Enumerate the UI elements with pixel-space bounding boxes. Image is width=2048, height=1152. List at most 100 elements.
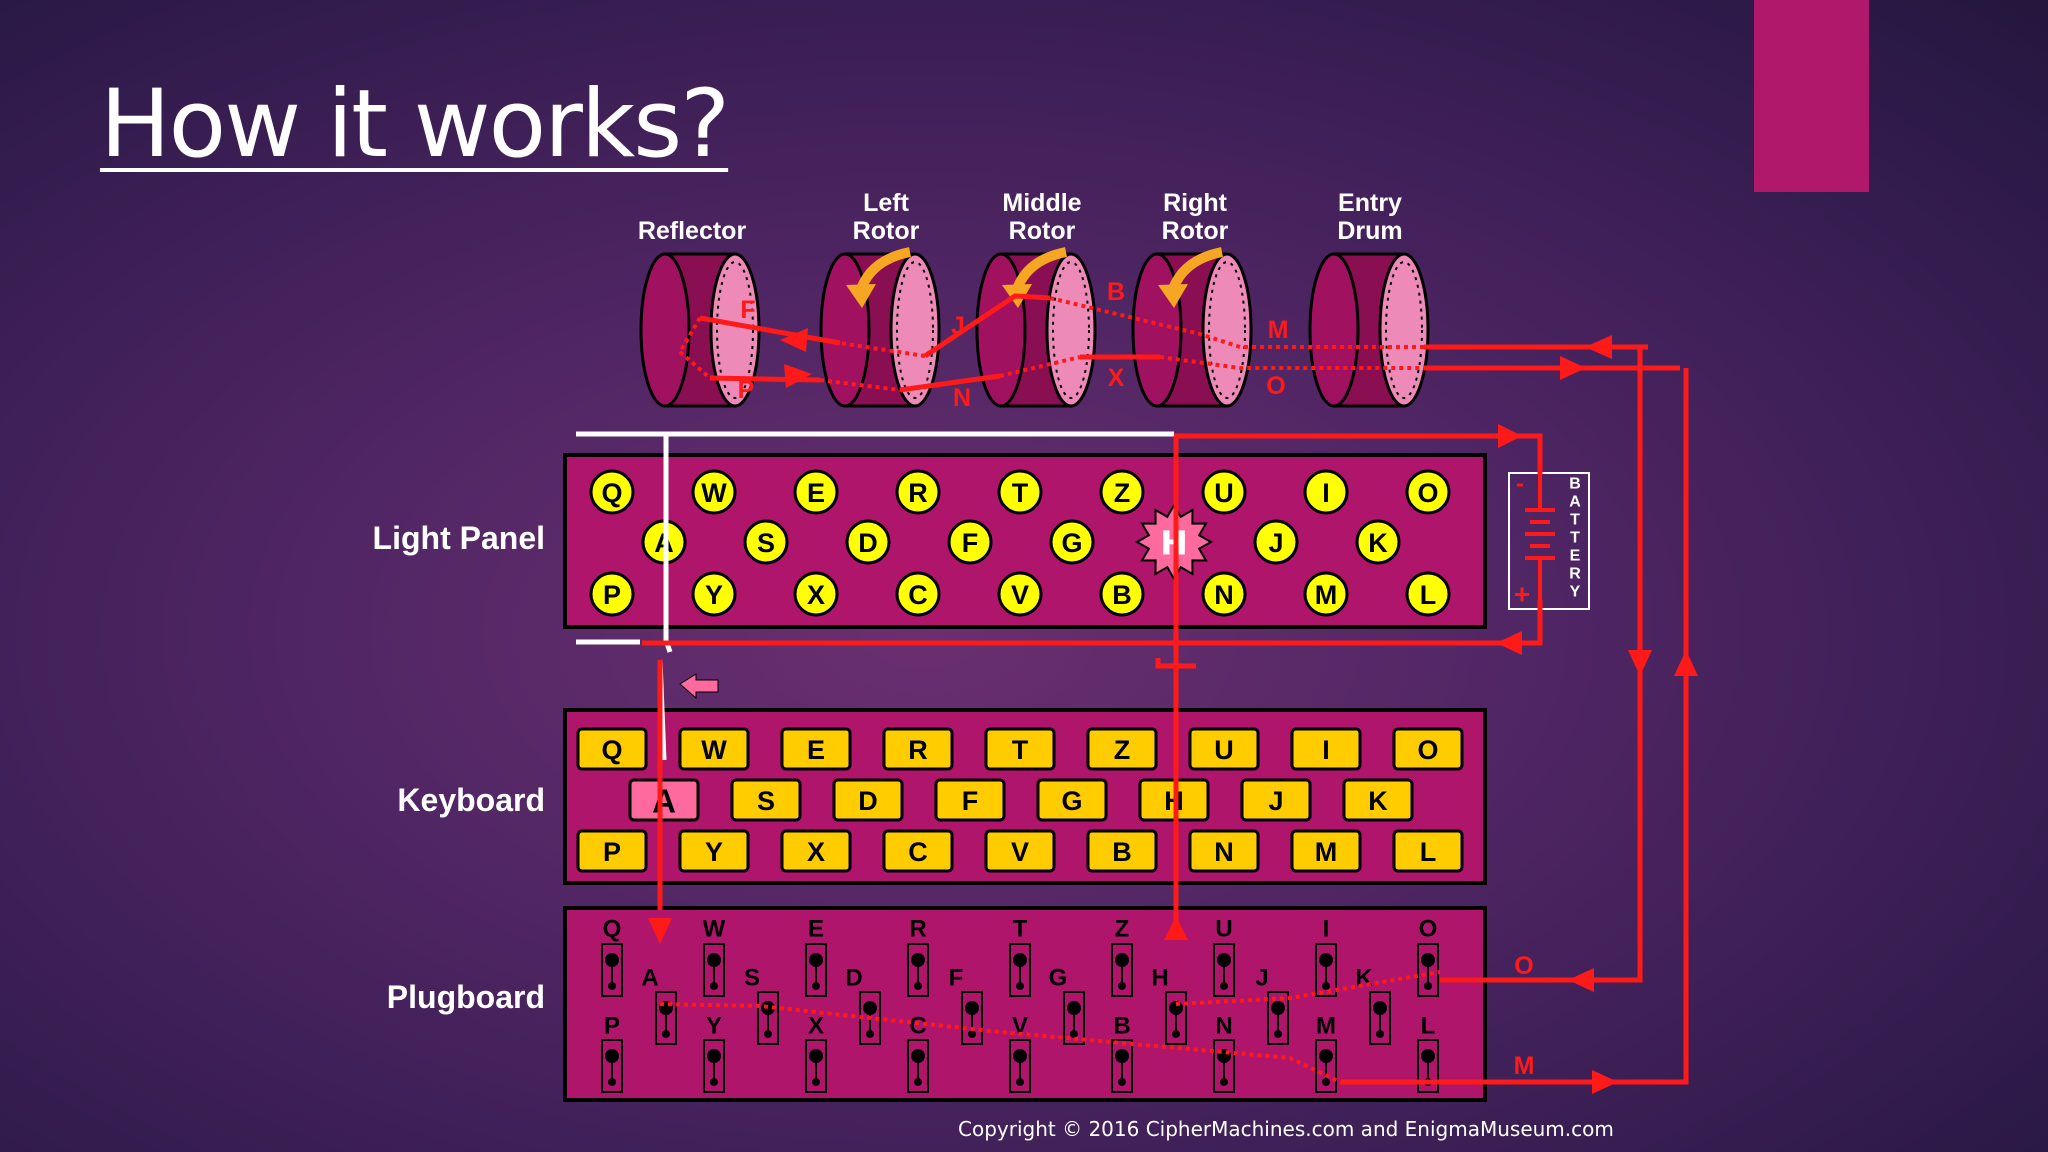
lamp-l: L xyxy=(1405,571,1451,617)
plug-letter: V xyxy=(1012,1013,1028,1040)
key-letter: P xyxy=(603,837,621,867)
wire-letter-b: B xyxy=(1107,278,1125,306)
lamp-n: N xyxy=(1201,571,1247,617)
wire-reflector-out xyxy=(678,350,712,380)
rotor-contact-face xyxy=(1378,252,1430,408)
plug-socket-i: I xyxy=(1315,916,1337,997)
key-cap xyxy=(934,778,1006,822)
lamp-t: T xyxy=(997,469,1043,515)
plug-letter: K xyxy=(1355,965,1373,992)
key-cap xyxy=(1290,829,1362,873)
key-p: P xyxy=(576,829,648,873)
plug-socket-e: E xyxy=(805,916,827,997)
key-letter: T xyxy=(1012,735,1029,765)
plug-socket-q: Q xyxy=(601,916,623,997)
slide-title: How it works? xyxy=(100,70,730,179)
plug-letter: D xyxy=(845,965,862,992)
plug-socket-f: F xyxy=(949,965,983,1045)
key-j: J xyxy=(1240,778,1312,822)
battery-letter: Y xyxy=(1570,584,1581,601)
lamp-letter: D xyxy=(858,528,878,558)
key-letter: L xyxy=(1420,837,1437,867)
lamp-v: V xyxy=(997,571,1043,617)
socket-hole xyxy=(1016,982,1024,990)
battery-letter: A xyxy=(1569,494,1581,511)
lamp-letter: W xyxy=(701,478,727,508)
socket-hole xyxy=(1070,1030,1078,1038)
socket-hole xyxy=(1220,1078,1228,1086)
plug-socket-w: W xyxy=(703,916,726,997)
lamp-letter: F xyxy=(962,528,979,558)
wire-battery-to-lamps xyxy=(1174,433,1543,475)
key-m: M xyxy=(1290,829,1362,873)
plug-socket-v: V xyxy=(1009,1013,1031,1093)
lamp-z: Z xyxy=(1099,469,1145,515)
label-light-panel: Light Panel xyxy=(373,520,545,556)
plug-socket-r: R xyxy=(907,916,929,997)
wire-plug-h-internal xyxy=(1175,970,1441,1006)
lamp-letter: K xyxy=(1368,528,1388,558)
wire-entry-to-plug-o xyxy=(1440,347,1643,983)
rotor-left xyxy=(819,247,941,408)
socket-frame xyxy=(1063,991,1085,1045)
plug-socket-s: S xyxy=(744,965,779,1045)
socket-frame xyxy=(1009,1039,1031,1093)
lamp-letter: E xyxy=(807,478,825,508)
lamp-letter: S xyxy=(757,528,775,558)
key-letter: M xyxy=(1315,837,1338,867)
battery-letter: B xyxy=(1569,476,1581,493)
socket-frame xyxy=(1417,943,1439,997)
side-letter-o: O xyxy=(1514,952,1533,980)
wire-h-switch xyxy=(1155,658,1196,669)
socket-hole xyxy=(608,982,616,990)
lamp-bulb xyxy=(997,571,1043,617)
key-l: L xyxy=(1392,829,1464,873)
lamp-bulb xyxy=(1405,571,1451,617)
key-cap xyxy=(1342,778,1414,822)
rotor-contact-pins xyxy=(1208,261,1246,399)
socket-frame xyxy=(1369,991,1391,1045)
lamp-letter: Z xyxy=(1114,478,1131,508)
socket-hole xyxy=(1118,1078,1126,1086)
lamp-g: G xyxy=(1049,519,1095,565)
label-right-line2: Rotor xyxy=(1162,217,1229,245)
arrow-entry-in xyxy=(1560,356,1586,380)
key-t: T xyxy=(984,727,1056,771)
key-c: C xyxy=(882,829,954,873)
label-middle-line1: Middle xyxy=(1002,189,1081,217)
plug-socket-u: U xyxy=(1213,916,1235,997)
lamp-bulb xyxy=(1253,519,1299,565)
plug-letter: F xyxy=(949,965,964,992)
socket-hole xyxy=(1172,1030,1180,1038)
lamp-letter: I xyxy=(1322,478,1330,508)
lamp-letter: G xyxy=(1061,528,1082,558)
rotor-right xyxy=(1131,247,1253,408)
arrow-entry-out xyxy=(1585,335,1612,359)
wire-plug-m-to-entry xyxy=(1340,368,1689,1085)
plug-letter: I xyxy=(1323,916,1330,943)
socket-frame xyxy=(1111,943,1133,997)
key-n: N xyxy=(1188,829,1260,873)
key-letter: N xyxy=(1214,837,1234,867)
key-letter: F xyxy=(962,786,979,816)
lamp-letter: L xyxy=(1420,580,1437,610)
socket-hole xyxy=(710,1078,718,1086)
socket-frame xyxy=(1165,991,1187,1045)
rotor-assembly xyxy=(639,247,1430,408)
plug-letter: Z xyxy=(1115,916,1130,943)
key-i: I xyxy=(1290,727,1362,771)
plug-socket-x: X xyxy=(805,1013,827,1093)
arrow-to-battery xyxy=(1498,424,1522,448)
battery-minus: - xyxy=(1516,471,1524,498)
lamp-letter: Y xyxy=(705,580,723,610)
plug-socket-p: P xyxy=(601,1013,623,1093)
key-letter: G xyxy=(1061,786,1082,816)
lamp-bulb xyxy=(743,519,789,565)
plug-letter: J xyxy=(1255,965,1268,992)
lamp-letter: U xyxy=(1214,478,1234,508)
accent-bar xyxy=(1754,0,1869,192)
key-cap xyxy=(780,829,852,873)
